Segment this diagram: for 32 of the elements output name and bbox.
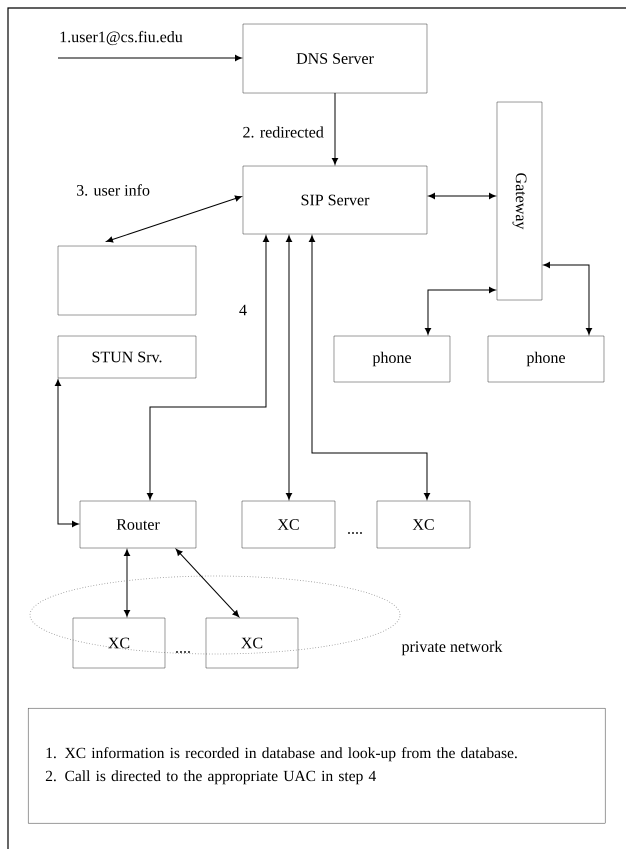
arrow <box>54 379 79 528</box>
arrow <box>332 92 338 165</box>
router-box: Router <box>80 500 196 548</box>
server-box: STUN Srv. <box>58 336 196 378</box>
arrow <box>176 548 240 618</box>
edge-label: 3. user info <box>75 183 151 197</box>
arrow <box>106 195 242 243</box>
ellipsis: .... <box>348 532 362 534</box>
server-box: DNS Server <box>242 24 428 94</box>
arrow <box>424 286 496 335</box>
client-box: XC <box>376 500 470 548</box>
server-box: SIP Server <box>242 166 428 234</box>
gateway-box: Gateway <box>496 102 542 300</box>
edge-label: 2. redirected <box>242 125 325 139</box>
ellipsis: .... <box>176 651 190 653</box>
client-box: XC <box>206 618 298 668</box>
arrow <box>308 235 430 500</box>
edge-label: 4 <box>238 304 248 316</box>
note-box: 1. XC information is recorded in database and look-up from the database. 2. Call is directed to the appropriate UAC in step 4 <box>28 708 606 824</box>
phone-box: phone <box>334 336 450 382</box>
network-label: private network <box>402 640 502 656</box>
arrow <box>428 192 496 200</box>
phone-box: phone <box>488 336 604 382</box>
client-box: XC <box>72 618 166 668</box>
arrow <box>543 262 592 335</box>
arrow <box>124 549 130 617</box>
database-box <box>58 246 196 316</box>
arrow <box>58 54 242 62</box>
arrow <box>146 235 270 500</box>
edge-label: 1.user1@cs.fiu.edu <box>58 30 184 46</box>
arrow <box>286 235 292 500</box>
client-box: XC <box>242 500 336 548</box>
